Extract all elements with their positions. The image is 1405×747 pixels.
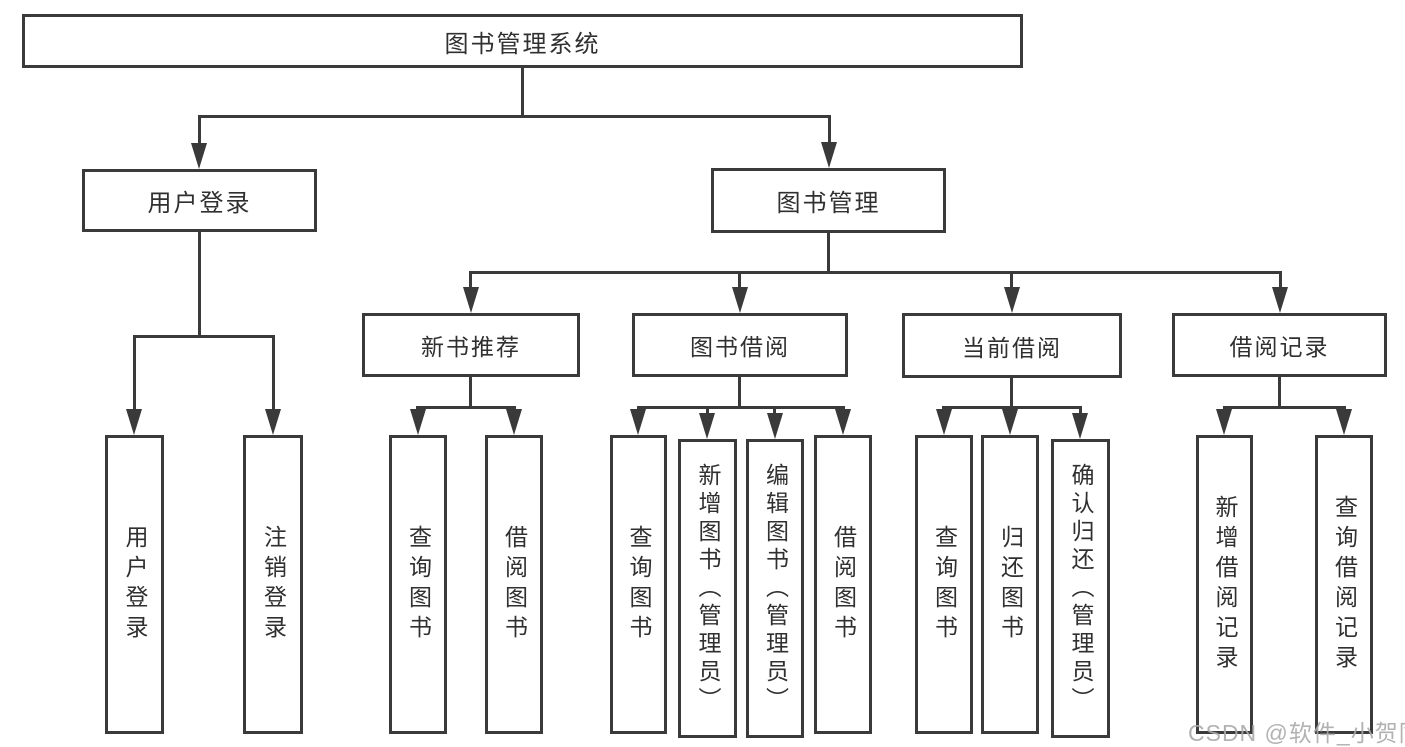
leaf-box-query-books-3: 查询图书 <box>915 435 973 734</box>
connector-line <box>738 271 741 293</box>
leaf-box-user-login: 用户登录 <box>105 435 164 734</box>
group-box-borrowing-records: 借阅记录 <box>1172 313 1387 377</box>
leaf-label-borrow-books-2: 借阅图书 <box>830 524 857 645</box>
connector-line <box>1279 271 1282 293</box>
leaf-label-return-books: 归还图书 <box>997 524 1024 645</box>
connector-line <box>469 271 1282 274</box>
arrowhead-down-icon <box>126 409 142 435</box>
root-label: 图书管理系统 <box>444 30 601 58</box>
branch-label-book-management: 图书管理 <box>776 190 881 217</box>
root-box-library-system: 图书管理系统 <box>22 14 1023 68</box>
csdn-watermark: CSDN @软件_小贺同学 <box>1188 720 1405 746</box>
connector-line <box>1223 406 1346 409</box>
connector-line <box>469 271 472 293</box>
connector-line <box>198 115 201 149</box>
connector-line <box>1278 377 1281 408</box>
leaf-label-query-books-2: 查询图书 <box>626 524 652 645</box>
connector-line <box>1010 271 1013 293</box>
group-box-new-book-recommend: 新书推荐 <box>362 313 580 377</box>
group-label-book-borrowing: 图书借阅 <box>690 334 790 360</box>
arrowhead-down-icon <box>1216 409 1232 435</box>
group-label-new-book-recommend: 新书推荐 <box>421 334 521 360</box>
connector-line <box>133 335 136 411</box>
leaf-label-query-books-3: 查询图书 <box>931 524 958 645</box>
arrowhead-down-icon <box>936 409 952 435</box>
arrowhead-down-icon <box>1272 287 1288 313</box>
leaf-box-query-books-2: 查询图书 <box>610 435 667 734</box>
leaf-box-query-books-1: 查询图书 <box>389 435 447 734</box>
connector-line <box>738 377 741 408</box>
arrowhead-down-icon <box>265 409 281 435</box>
connector-line <box>133 335 275 338</box>
leaf-box-borrow-books-1: 借阅图书 <box>485 435 543 734</box>
arrowhead-down-icon <box>732 287 748 313</box>
leaf-label-user-login: 用户登录 <box>122 524 148 645</box>
arrowhead-down-icon <box>1002 409 1018 435</box>
arrowhead-down-icon <box>1004 287 1020 313</box>
leaf-box-add-books-admin: 新增图书（管理员） <box>678 439 737 738</box>
leaf-box-add-borrow-record: 新增借阅记录 <box>1196 435 1253 734</box>
arrowhead-down-icon <box>767 413 783 439</box>
connector-line <box>827 233 830 273</box>
connector-line <box>828 115 831 149</box>
connector-line <box>637 406 845 409</box>
connector-line <box>1010 377 1013 408</box>
arrowhead-down-icon <box>410 409 426 435</box>
arrowhead-down-icon <box>1336 409 1352 435</box>
group-label-current-borrowing: 当前借阅 <box>962 334 1062 361</box>
branch-box-user-login: 用户登录 <box>82 169 317 232</box>
arrowhead-down-icon <box>630 409 646 435</box>
leaf-label-query-books-1: 查询图书 <box>405 524 432 645</box>
leaf-label-query-borrow-record: 查询借阅记录 <box>1331 494 1358 675</box>
arrowhead-down-icon <box>821 142 837 168</box>
group-box-book-borrowing: 图书借阅 <box>632 313 848 377</box>
group-label-borrowing-records: 借阅记录 <box>1229 334 1330 360</box>
arrowhead-down-icon <box>506 409 522 435</box>
arrowhead-down-icon <box>191 143 207 169</box>
leaf-label-edit-books-admin: 编辑图书（管理员） <box>762 462 789 715</box>
leaf-label-borrow-books-1: 借阅图书 <box>501 524 528 645</box>
connector-line <box>198 115 831 118</box>
leaf-box-borrow-books-2: 借阅图书 <box>814 435 872 734</box>
arrowhead-down-icon <box>835 409 851 435</box>
leaf-label-confirm-return-admin: 确认归还（管理员） <box>1068 462 1094 715</box>
connector-line <box>272 335 275 411</box>
connector-line <box>416 406 516 409</box>
arrowhead-down-icon <box>463 287 479 313</box>
leaf-box-edit-books-admin: 编辑图书（管理员） <box>746 439 804 738</box>
leaf-box-confirm-return-admin: 确认归还（管理员） <box>1051 439 1110 738</box>
leaf-box-return-books: 归还图书 <box>981 435 1039 734</box>
arrowhead-down-icon <box>699 413 715 439</box>
leaf-label-logout: 注销登录 <box>260 524 287 645</box>
connector-line <box>521 67 524 117</box>
leaf-box-logout: 注销登录 <box>243 435 303 734</box>
leaf-box-query-borrow-record: 查询借阅记录 <box>1315 435 1373 734</box>
branch-label-user-login: 用户登录 <box>147 190 252 217</box>
leaf-label-add-books-admin: 新增图书（管理员） <box>695 462 721 715</box>
group-box-current-borrowing: 当前借阅 <box>902 313 1122 378</box>
branch-box-book-management: 图书管理 <box>711 168 946 233</box>
leaf-label-add-borrow-record: 新增借阅记录 <box>1212 494 1238 675</box>
connector-line <box>942 406 1082 409</box>
arrowhead-down-icon <box>1072 413 1088 439</box>
connector-line <box>198 232 201 337</box>
connector-line <box>469 377 472 408</box>
